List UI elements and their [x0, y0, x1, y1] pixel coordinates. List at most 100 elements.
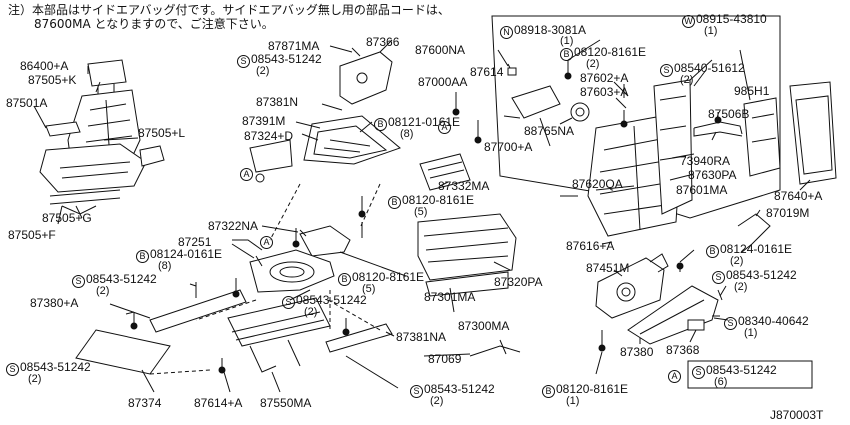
legend-a-marker: A: [668, 368, 682, 383]
label-a-marker-center: A: [260, 234, 274, 249]
cushion-pad-drawing: [417, 153, 517, 313]
label-87505-k: 87505+K: [28, 73, 77, 87]
s-marker-icon: S: [712, 271, 725, 284]
qty-s8: (1): [744, 327, 758, 339]
part-number: 08915-43810: [696, 12, 767, 26]
label-87602-a: 87602+A: [580, 71, 629, 85]
part-number: 08120-8161E: [556, 382, 629, 396]
label-87451m: 87451M: [586, 261, 630, 275]
s-marker-icon: S: [237, 55, 250, 68]
label-a-marker-left: A: [240, 166, 254, 181]
b-marker-icon: B: [388, 196, 401, 209]
n-marker-icon: N: [500, 26, 513, 39]
qty-s5: (2): [430, 395, 444, 407]
part-number: 08543-51242: [296, 293, 367, 307]
label-87871ma: 87871MA: [268, 39, 320, 53]
label-87380-a: 87380+A: [30, 296, 79, 310]
part-number: 08120-8161E: [574, 45, 647, 59]
label-87630pa: 87630PA: [688, 168, 737, 182]
qty-b3: (5): [362, 283, 376, 295]
s-marker-icon: S: [660, 64, 673, 77]
caution-note-line2: 87600MA となりますので、ご注意下さい。: [34, 17, 274, 31]
qty-b2: (8): [158, 260, 172, 272]
label-87550ma: 87550MA: [260, 396, 312, 410]
qty-w1: (1): [704, 25, 718, 37]
b-marker-icon: B: [560, 48, 573, 61]
label-87366: 87366: [366, 35, 400, 49]
b-marker-icon: B: [542, 385, 555, 398]
part-number: 08340-40642: [738, 314, 809, 328]
label-87614-a: 87614+A: [194, 396, 243, 410]
label-87614: 87614: [470, 65, 504, 79]
complete-seat-drawing: [33, 59, 165, 225]
qty-b1: (8): [400, 128, 414, 140]
label-87368: 87368: [666, 343, 700, 357]
part-number: 08124-0161E: [720, 242, 793, 256]
label-87019m: 87019M: [766, 206, 810, 220]
label-87374: 87374: [128, 396, 162, 410]
part-number: 08540-51612: [674, 61, 745, 75]
label-87601ma: 87601MA: [676, 183, 728, 197]
s-marker-icon: S: [72, 275, 85, 288]
label-87600na: 87600NA: [415, 43, 466, 57]
label-87301ma: 87301MA: [424, 290, 476, 304]
qty-s2: (2): [96, 285, 110, 297]
diagram-reference-code: J870003T: [770, 408, 824, 422]
legend-qty: (6): [714, 376, 728, 388]
qty-s3: (2): [28, 373, 42, 385]
label-985h1: 985H1: [734, 84, 770, 98]
qty-b4: (1): [566, 395, 580, 407]
label-87381na: 87381NA: [396, 330, 447, 344]
label-88765na: 88765NA: [524, 124, 575, 138]
label-87640-a: 87640+A: [774, 189, 823, 203]
label-87322na: 87322NA: [208, 219, 259, 233]
a-marker-icon: A: [668, 370, 681, 383]
b-marker-icon: B: [136, 250, 149, 263]
label-87000aa: 87000AA: [418, 75, 468, 89]
label-73940ra: 73940RA: [680, 154, 731, 168]
s-marker-icon: S: [724, 317, 737, 330]
qty-b5: (5): [414, 206, 428, 218]
label-87251: 87251: [178, 235, 212, 249]
label-87616-a: 87616+A: [566, 239, 615, 253]
s-marker-icon: S: [282, 296, 295, 309]
part-number: 08543-51242: [424, 382, 495, 396]
label-87505-l: 87505+L: [138, 126, 186, 140]
part-number: 08543-51242: [726, 268, 797, 282]
label-a-marker-right: A: [438, 119, 452, 134]
label-87320pa: 87320PA: [494, 275, 543, 289]
qty-s7: (2): [734, 281, 748, 293]
part-number: 08124-0161E: [150, 247, 223, 261]
a-marker-icon: A: [240, 168, 253, 181]
part-number: 08120-8161E: [402, 193, 475, 207]
label-87501a: 87501A: [6, 96, 48, 110]
part-number: 08543-51242: [20, 360, 91, 374]
label-87380: 87380: [620, 345, 654, 359]
part-number: 08120-8161E: [352, 270, 425, 284]
legend-part-number: 08543-51242: [706, 363, 777, 377]
s-marker-icon: S: [6, 363, 19, 376]
b-marker-icon: B: [374, 118, 387, 131]
part-number: 08543-51242: [251, 52, 322, 66]
label-87332ma: 87332MA: [438, 179, 490, 193]
s-marker-icon: S: [692, 366, 705, 379]
